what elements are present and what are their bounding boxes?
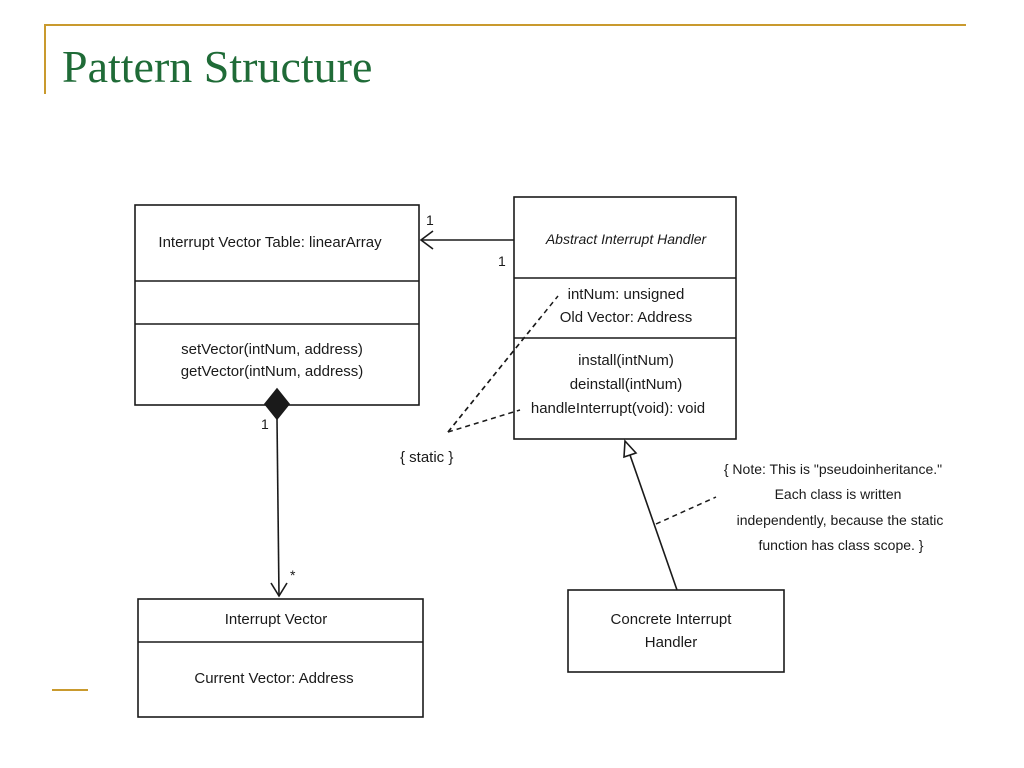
vector-table-name: Interrupt Vector Table: linearArray [158,234,382,251]
static-constraint-label: { static } [400,449,453,466]
interrupt-vector-name: Interrupt Vector [225,611,328,628]
pseudoinheritance-note: { Note: This is "pseudoinheritance." Eac… [724,461,944,553]
composition-table-to-vector [263,387,291,598]
multiplicity-table-end: 1 [426,212,434,228]
concrete-handler-name-line1: Concrete Interrupt [611,611,733,628]
footer-rule [52,689,88,691]
generalization-concrete-to-abstract [623,439,678,591]
multiplicity-vector-end: * [290,567,296,583]
abstract-handler-name: Abstract Interrupt Handler [545,231,708,247]
association-handler-to-table [419,230,514,250]
class-abstract-interrupt-handler [513,196,737,440]
interrupt-vector-attr: Current Vector: Address [194,670,353,687]
vector-table-op-get: getVector(intNum, address) [181,363,364,380]
note-line-2: Each class is written [775,486,902,502]
title-rule-top [44,24,966,26]
slide-title: Pattern Structure [62,41,373,92]
abstract-handler-op-install: install(intNum) [578,352,674,369]
abstract-handler-attr-intnum: intNum: unsigned [568,286,685,303]
note-line-3: independently, because the static [737,512,944,528]
concrete-handler-name-line2: Handler [645,634,698,651]
static-constraint-links [447,295,559,433]
vector-table-op-set: setVector(intNum, address) [181,341,363,358]
abstract-handler-op-handleinterrupt: handleInterrupt(void): void [531,400,705,417]
note-line-4: function has class scope. } [759,537,924,553]
note-anchor-line [655,496,717,525]
abstract-handler-attr-oldvector: Old Vector: Address [560,309,693,326]
class-concrete-interrupt-handler [567,589,785,673]
abstract-handler-op-deinstall: deinstall(intNum) [570,376,683,393]
multiplicity-handler-end: 1 [498,253,506,269]
multiplicity-composite-end: 1 [261,416,269,432]
note-line-1: { Note: This is "pseudoinheritance." [724,461,942,477]
class-interrupt-vector [137,598,424,718]
title-rule-left [44,24,46,94]
